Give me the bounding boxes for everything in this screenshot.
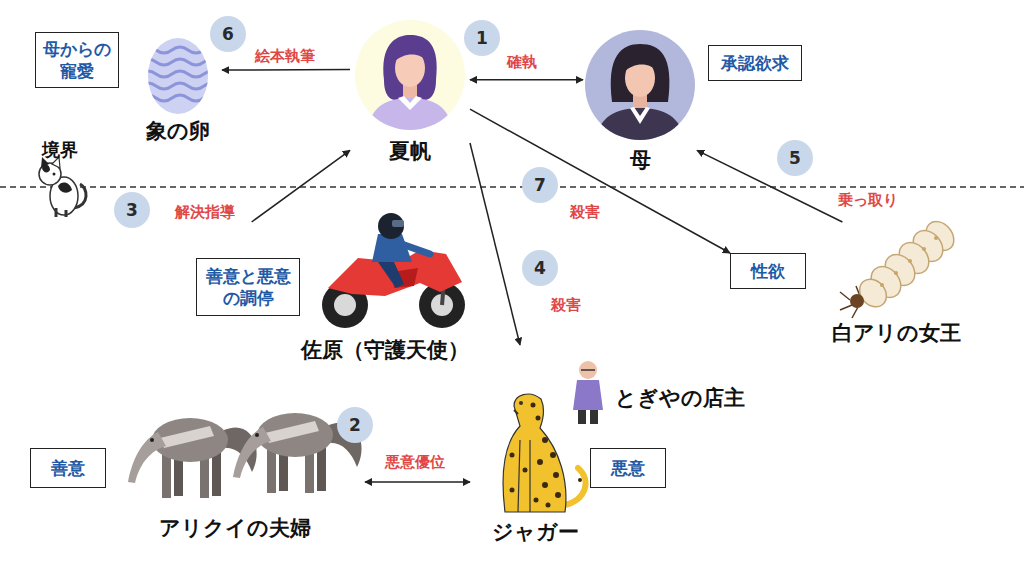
figure-label: 母 <box>630 146 651 174</box>
callout-number: 7 <box>522 167 558 203</box>
edge-label: 悪意優位 <box>382 453 448 472</box>
callout-number: 3 <box>114 192 150 228</box>
concept-box: 母からの寵愛 <box>35 32 119 88</box>
box-text: 承認欲求 <box>721 52 789 74</box>
arrow-connector <box>470 79 583 81</box>
animal-figure: ジャガー <box>470 345 570 545</box>
edge-label: 乗っ取り <box>835 191 901 210</box>
box-text: 悪意 <box>611 457 645 479</box>
arrow-connector <box>697 150 842 222</box>
animal-figure: アリクイの夫婦 <box>135 395 365 545</box>
figure-label: 夏帆 <box>389 137 431 165</box>
callout-number: 5 <box>777 140 813 176</box>
boundary-label: 境界 <box>42 138 78 162</box>
box-text: 善意 <box>51 457 85 479</box>
person-figure: とぎやの店主 <box>565 350 750 420</box>
box-text: 性欲 <box>751 260 785 282</box>
concept-box: 善意と悪意の調停 <box>196 258 300 316</box>
callout-number: 4 <box>522 250 558 286</box>
box-text: 母からの寵愛 <box>41 38 113 82</box>
concept-box: 悪意 <box>590 448 666 488</box>
concept-box: 性欲 <box>730 253 806 289</box>
egg-figure: 象の卵 <box>135 38 222 145</box>
insect-figure: 白アリの女王 <box>825 222 970 344</box>
callout-number: 1 <box>464 20 500 56</box>
arrow-connector <box>470 143 520 345</box>
arrow-connector <box>222 69 350 71</box>
arrow-connector <box>365 481 470 483</box>
edge-label: 確執 <box>504 53 540 72</box>
arrow-connector <box>470 109 730 253</box>
figure-label: 象の卵 <box>146 117 210 145</box>
arrow-connector <box>252 150 350 222</box>
edge-label: 絵本執筆 <box>252 47 318 66</box>
box-text: 善意と悪意の調停 <box>203 265 293 309</box>
edge-label: 解決指導 <box>172 203 238 222</box>
rider-figure: 佐原（守護天使） 善意と悪意の調停 <box>190 222 470 365</box>
figure-label: 白アリの女王 <box>832 319 961 347</box>
concept-box: 承認欲求 <box>708 45 802 81</box>
edge-label: 殺害 <box>548 296 584 315</box>
person-icon: 夏帆 <box>350 18 470 165</box>
callout-number: 6 <box>210 16 246 52</box>
concept-box: 善意 <box>30 448 106 488</box>
person-icon: 母 <box>583 28 697 172</box>
figure-label: ジャガー <box>492 518 579 546</box>
figure-label: とぎやの店主 <box>615 384 745 412</box>
callout-number: 2 <box>337 407 373 443</box>
edge-label: 殺害 <box>567 203 603 222</box>
figure-label: アリクイの夫婦 <box>159 514 311 542</box>
figure-label: 佐原（守護天使） <box>301 336 469 364</box>
